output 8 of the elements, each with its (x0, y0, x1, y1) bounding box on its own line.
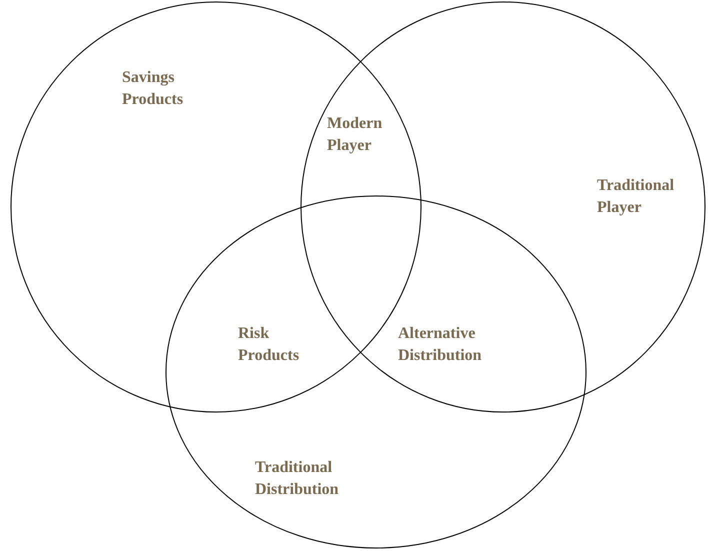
circle-label: Traditional Distribution (255, 458, 340, 500)
circle-label: Savings Products (122, 68, 184, 110)
venn-circle (165, 195, 587, 549)
venn-circle (300, 1, 706, 413)
overlap-label: Alternative Distribution (398, 324, 483, 366)
overlap-label: Risk Products (238, 324, 300, 366)
circle-label: Traditional Player (597, 176, 676, 218)
overlap-label: Modern Player (327, 114, 384, 156)
